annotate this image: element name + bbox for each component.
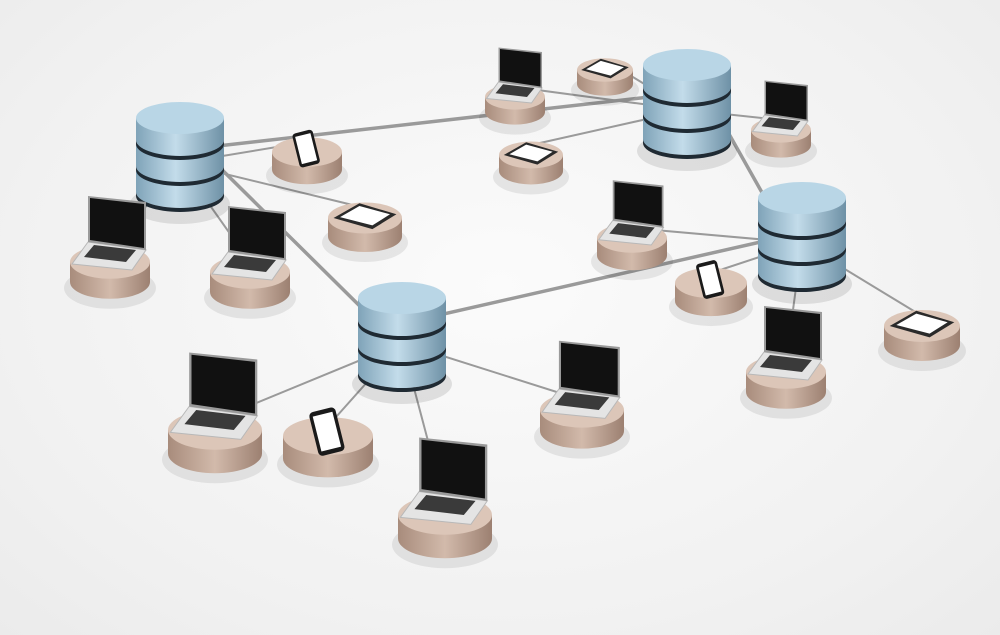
laptop-node (64, 196, 156, 309)
laptop-screen (766, 82, 807, 120)
server-disk-band (643, 87, 731, 107)
node-layer (64, 47, 966, 569)
phone-node (266, 129, 348, 195)
laptop-keyboard (84, 245, 136, 262)
server-disk-band (136, 192, 224, 212)
tablet-node (322, 202, 408, 263)
laptop-screen (90, 198, 144, 248)
server-link-cable (380, 226, 824, 330)
server-disk-band (358, 372, 446, 392)
server-top (643, 49, 731, 81)
laptop-node (392, 437, 498, 569)
laptop-screen (421, 439, 485, 499)
laptop-node (745, 80, 817, 168)
tablet-screen (509, 144, 553, 162)
laptop-node (204, 206, 296, 319)
server-disk-band (358, 346, 446, 366)
phone-node (277, 407, 379, 488)
laptop-keyboard (761, 117, 801, 130)
server-top (136, 102, 224, 134)
server-disk-band (758, 246, 846, 266)
laptop-node (162, 352, 268, 484)
laptop-keyboard (414, 495, 476, 515)
laptop-screen (614, 182, 662, 226)
laptop-node (591, 180, 673, 281)
laptop-keyboard (554, 392, 610, 410)
laptop-keyboard (609, 223, 655, 238)
server-disk-band (136, 166, 224, 186)
server-disk-band (643, 139, 731, 159)
laptop-screen (561, 342, 618, 396)
phone-screen (698, 263, 722, 296)
server-node (130, 102, 230, 224)
tablet-screen (586, 60, 624, 76)
tablet-node (493, 141, 569, 195)
phone-screen (295, 133, 318, 165)
server-link-cable (198, 93, 669, 150)
phone-node (669, 260, 753, 327)
tablet-node (878, 310, 966, 371)
tablet-node (571, 58, 639, 106)
server-top (358, 282, 446, 314)
server-node (352, 282, 452, 404)
server-disk-band (358, 320, 446, 340)
laptop-screen (500, 49, 541, 87)
laptop-screen (230, 208, 284, 258)
laptop-node (740, 306, 832, 419)
server-disk-band (643, 113, 731, 133)
server-disk-band (758, 272, 846, 292)
laptop-node (479, 47, 551, 135)
laptop-screen (191, 354, 255, 414)
tablet-screen (340, 205, 390, 226)
server-disk-band (136, 140, 224, 160)
laptop-keyboard (184, 410, 246, 430)
phone-screen (312, 411, 342, 452)
laptop-keyboard (495, 84, 535, 97)
server-node (752, 182, 852, 304)
server-disk-band (758, 220, 846, 240)
tablet-screen (896, 313, 948, 334)
server-top (758, 182, 846, 214)
laptop-keyboard (224, 255, 276, 272)
laptop-keyboard (760, 355, 812, 372)
server-link-cable (198, 146, 384, 330)
laptop-node (534, 340, 630, 459)
laptop-screen (766, 308, 820, 358)
server-node (637, 49, 737, 171)
